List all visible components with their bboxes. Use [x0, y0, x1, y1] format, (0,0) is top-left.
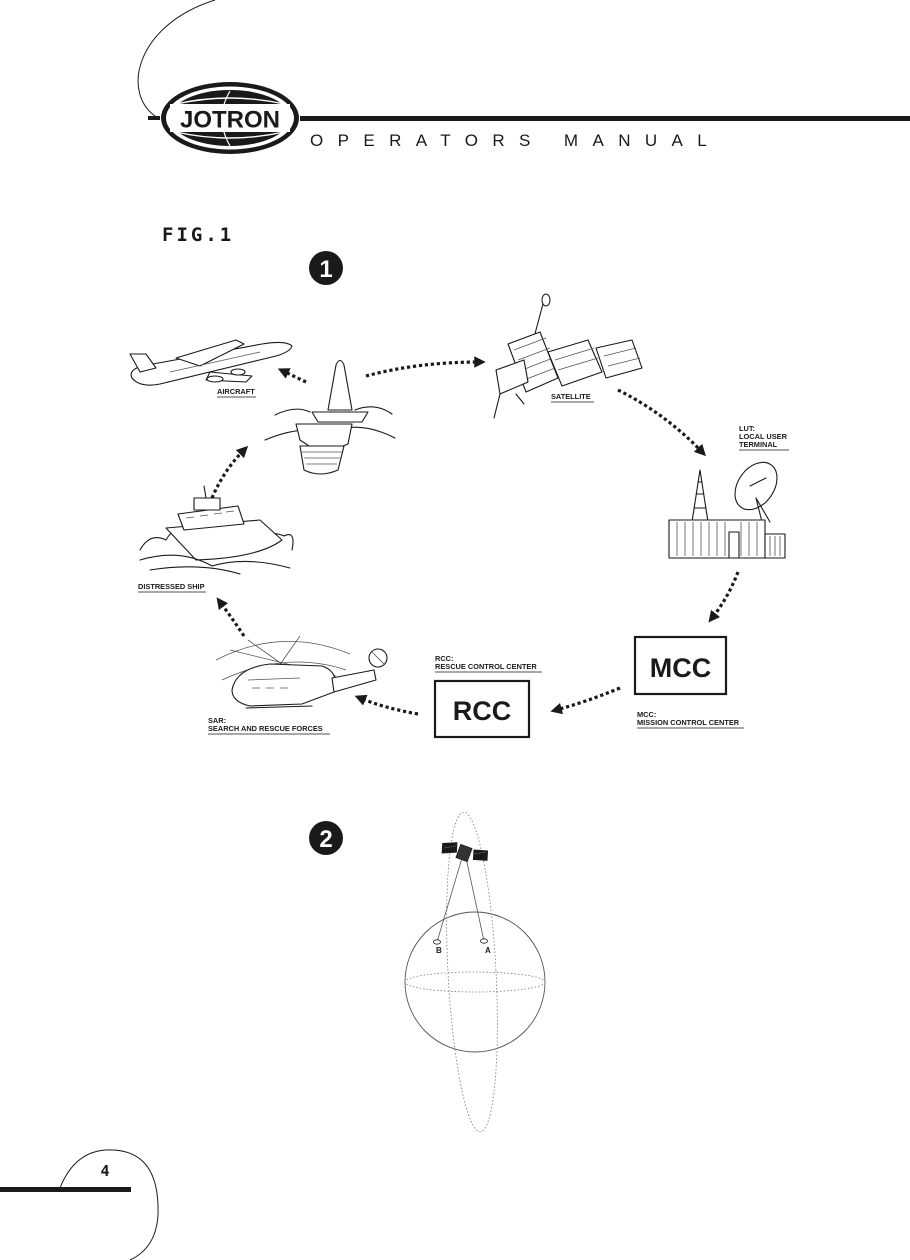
- mcc-caption-line1: MCC:: [637, 710, 656, 719]
- cycle-arrows: [210, 356, 740, 716]
- step-1-number: 1: [319, 256, 332, 283]
- aircraft-caption: AIRCRAFT: [217, 387, 255, 396]
- satellite-caption: SATELLITE: [551, 392, 591, 401]
- header-rule: [300, 116, 910, 121]
- orbit-satellite-icon: [441, 842, 489, 863]
- header-arc: [137, 0, 216, 119]
- jotron-logo: JOTRON: [161, 82, 299, 154]
- page-header: JOTRON OPERATORS MANUAL: [137, 0, 910, 154]
- arrow-sar-to-ship: [216, 597, 246, 637]
- brand-logo-text: JOTRON: [180, 107, 280, 134]
- step-1-badge: 1: [309, 251, 343, 285]
- manual-subtitle: OPERATORS MANUAL: [310, 131, 721, 150]
- ship-caption: DISTRESSED SHIP: [138, 582, 205, 591]
- earth-globe: [404, 911, 546, 1053]
- footer-arc: [59, 1149, 159, 1260]
- arrow-beacon-to-aircraft: [277, 368, 307, 384]
- point-b-label: B: [436, 946, 442, 955]
- mcc-box: MCC MCC: MISSION CONTROL CENTER: [633, 635, 744, 729]
- polar-orbit: [446, 811, 498, 1133]
- arrow-lut-to-mcc: [708, 571, 740, 623]
- aircraft-illustration: AIRCRAFT: [129, 339, 293, 398]
- header-rule-left: [148, 116, 160, 120]
- point-a-marker: [480, 938, 488, 944]
- orbit-diagram: B A: [404, 811, 546, 1133]
- page-number: 4: [100, 1162, 109, 1180]
- footprint-line-b: [436, 857, 463, 943]
- arrow-rcc-to-sar: [354, 694, 419, 716]
- mcc-box-label: MCC: [650, 653, 712, 683]
- earth-equator: [404, 971, 546, 993]
- figure-label: FIG.1: [162, 224, 234, 246]
- sar-caption-line1: SAR:: [208, 716, 226, 725]
- arrow-beacon-to-satellite: [365, 356, 486, 378]
- arrow-ship-to-beacon: [210, 445, 249, 499]
- distressed-ship-illustration: DISTRESSED SHIP: [138, 485, 294, 593]
- arrow-mcc-to-rcc: [550, 686, 621, 715]
- satellite-illustration: SATELLITE: [493, 293, 643, 419]
- footer-rule: [0, 1187, 131, 1192]
- footprint-line-a: [465, 857, 485, 942]
- rcc-box: RCC: RESCUE CONTROL CENTER RCC: [433, 654, 542, 739]
- point-b-marker: [433, 939, 441, 945]
- arrow-satellite-to-lut: [617, 388, 706, 457]
- lut-caption-line2: LOCAL USER: [739, 432, 788, 441]
- step-2-number: 2: [319, 826, 332, 853]
- sar-caption-line2: SEARCH AND RESCUE FORCES: [208, 724, 323, 733]
- beacon-illustration: [264, 359, 396, 475]
- lut-caption-line3: TERMINAL: [739, 440, 778, 449]
- lut-caption-line1: LUT:: [739, 424, 755, 433]
- step-2-badge: 2: [309, 821, 343, 855]
- mcc-caption-line2: MISSION CONTROL CENTER: [637, 718, 740, 727]
- lut-illustration: LUT: LOCAL USER TERMINAL: [668, 424, 789, 559]
- page-footer: 4: [0, 1149, 159, 1260]
- rescue-cycle-diagram: AIRCRAFT SATELLITE LUT: LOCAL USER TERMI…: [129, 293, 789, 739]
- rcc-caption-line1: RCC:: [435, 654, 453, 663]
- rcc-caption-line2: RESCUE CONTROL CENTER: [435, 662, 537, 671]
- point-a-label: A: [485, 946, 491, 955]
- sar-helicopter-illustration: SAR: SEARCH AND RESCUE FORCES: [208, 635, 388, 735]
- rcc-box-label: RCC: [453, 696, 512, 726]
